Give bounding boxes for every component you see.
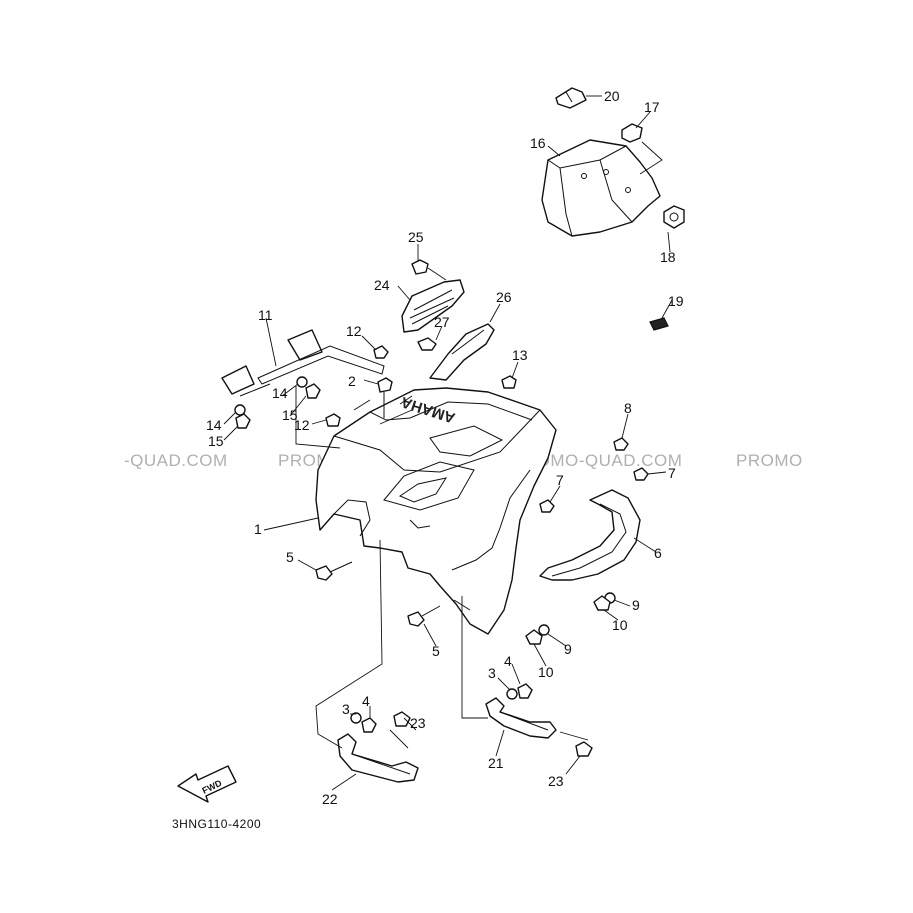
part-bracket-22: [337, 733, 419, 783]
callout-3-right: 3: [488, 665, 496, 681]
part-pad-19: [649, 317, 669, 331]
callout-12-side: 12: [294, 417, 310, 433]
callout-labels: 20 17 16 18 19 25 24 26 27 11 12 13 2 14…: [206, 88, 684, 807]
callout-23-right: 23: [548, 773, 564, 789]
callout-10-b: 10: [538, 664, 554, 680]
part-washer-3-left: [350, 712, 362, 724]
part-nut-18: [663, 205, 685, 229]
part-washer-14-a: [234, 404, 246, 416]
callout-4-right: 4: [504, 653, 512, 669]
callout-12-top: 12: [346, 323, 362, 339]
part-bolt-23-left: [393, 711, 411, 727]
part-screw-27: [417, 337, 437, 351]
part-washer-9-b: [538, 624, 550, 636]
part-bolt-7-right: [633, 467, 649, 481]
part-side-cover-6: [539, 489, 641, 581]
callout-25: 25: [408, 229, 424, 245]
part-rear-fender-1: [315, 387, 557, 635]
callout-1: 1: [254, 521, 262, 537]
callout-20: 20: [604, 88, 620, 104]
callout-2: 2: [348, 373, 356, 389]
part-bolt-17: [621, 123, 643, 143]
callout-24: 24: [374, 277, 390, 293]
part-screw-25: [411, 259, 429, 275]
callout-17: 17: [644, 99, 660, 115]
callout-8: 8: [624, 400, 632, 416]
callout-13: 13: [512, 347, 528, 363]
part-nut-10-b: [525, 629, 543, 645]
callout-9-a: 9: [632, 597, 640, 613]
part-nut-15-a: [235, 413, 251, 429]
part-bolt-12-side: [325, 413, 341, 427]
part-bolt-2: [377, 377, 393, 418]
callout-16: 16: [530, 135, 546, 151]
part-bolt-23-right: [575, 741, 593, 757]
diagram-code: 3HNG110-4200: [172, 817, 261, 831]
part-nut-4-left: [361, 717, 377, 733]
callout-21: 21: [488, 755, 504, 771]
callout-9-b: 9: [564, 641, 572, 657]
callout-4-left: 4: [362, 693, 370, 709]
callout-23-left: 23: [410, 715, 426, 731]
part-bolt-7-mid: [539, 499, 555, 513]
watermark-3: PROMO-QUAD.COM: [512, 451, 682, 470]
callout-6: 6: [654, 545, 662, 561]
part-washer-14-b: [296, 376, 308, 388]
part-bolt-5-left: [315, 561, 353, 581]
part-bolt-5-mid: [407, 605, 441, 627]
callout-18: 18: [660, 249, 676, 265]
callout-15-a: 15: [208, 433, 224, 449]
part-bracket-21: [485, 697, 557, 739]
watermark-4: PROMO: [736, 451, 803, 470]
callout-7-mid: 7: [556, 472, 564, 488]
callout-19: 19: [668, 293, 684, 309]
part-bolt-12-top: [373, 345, 389, 359]
callout-26: 26: [496, 289, 512, 305]
part-clip-20: [555, 87, 587, 109]
part-nut-4-right: [517, 683, 533, 699]
callout-10-a: 10: [612, 617, 628, 633]
callout-15-b: 15: [282, 407, 298, 423]
part-bolt-8: [613, 437, 629, 451]
callout-7-right: 7: [668, 465, 676, 481]
callout-27: 27: [434, 314, 450, 330]
callout-11: 11: [258, 307, 273, 323]
fwd-arrow-icon: FWD: [177, 765, 237, 803]
part-grille-24: [401, 279, 465, 333]
part-bracket-26: [429, 323, 495, 381]
leader-lines: [223, 95, 673, 791]
callout-14-a: 14: [206, 417, 222, 433]
part-washer-3-right: [506, 688, 518, 700]
part-nut-10-a: [593, 595, 611, 611]
part-bolt-13: [501, 375, 517, 389]
callout-5-left: 5: [286, 549, 294, 565]
part-nut-15-b: [305, 383, 321, 399]
watermark-1: -QUAD.COM: [124, 451, 228, 470]
callout-5-mid: 5: [432, 643, 440, 659]
callout-22: 22: [322, 791, 338, 807]
callout-3-left: 3: [342, 701, 350, 717]
part-box-16: [541, 139, 661, 237]
part-flap-11: [221, 329, 385, 397]
callout-14-b: 14: [272, 385, 288, 401]
